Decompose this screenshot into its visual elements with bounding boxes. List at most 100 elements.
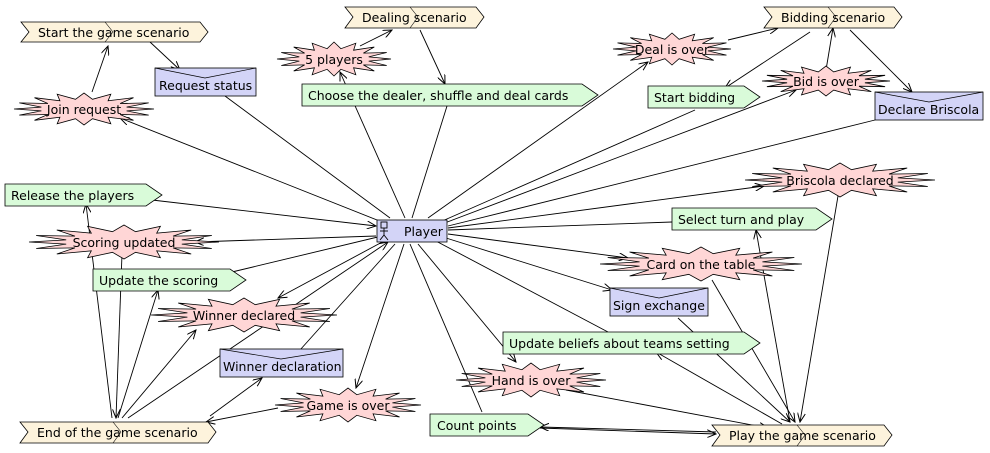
edge-player-to-bid-over: [441, 90, 796, 225]
message-winner-declaration-label: Winner declaration: [223, 359, 342, 374]
edge-player-to-game-over: [356, 243, 405, 388]
starburst-shape: [274, 387, 422, 423]
edge-choose-to-player: [411, 105, 448, 219]
edge-player-scoring: [195, 235, 377, 242]
event-hand-is-over[interactable]: Hand is over: [455, 362, 607, 398]
edge-winner-decl-to-player: [299, 243, 396, 351]
message-declare-briscola[interactable]: Declare Briscola: [874, 91, 984, 121]
scenario-bidding-label: Bidding scenario: [781, 10, 885, 25]
edge-end-to-winner-decl: [209, 378, 262, 417]
edge-dealing-to-choose: [419, 29, 445, 84]
starburst-shape: [13, 92, 155, 126]
player-actor[interactable]: Player: [376, 219, 448, 243]
edge-player-to-sign: [445, 237, 612, 290]
action-update-scoring[interactable]: Update the scoring: [92, 268, 247, 292]
message-sign-exchange[interactable]: Sign exchange: [609, 287, 709, 317]
edge-release-to-player: [151, 199, 376, 226]
edge-count-to-player: [409, 243, 483, 413]
edge-game-over-to-end: [206, 407, 279, 422]
events: 5 players Deal is over Bid is over Join …: [13, 32, 936, 423]
starburst-shape: [612, 32, 732, 66]
edge-player-to-hand-over: [417, 243, 516, 362]
event-deal-is-over[interactable]: Deal is over: [612, 32, 732, 66]
edge-hand-over-to-play: [565, 389, 768, 428]
event-join-request-label: Join request: [46, 102, 121, 117]
edge-briscola-to-play: [800, 195, 839, 422]
scenario-play-game-label: Play the game scenario: [729, 428, 876, 443]
actor-icon: [379, 221, 389, 241]
scenario-start-game[interactable]: Start the game scenario: [20, 21, 209, 43]
edge-join-to-start: [91, 46, 108, 93]
event-deal-is-over-label: Deal is over: [635, 42, 710, 57]
message-request-status-label: Request status: [159, 78, 252, 93]
scenario-bidding[interactable]: Bidding scenario: [763, 6, 903, 29]
edges: [86, 28, 912, 434]
starburst-shape: [28, 224, 220, 260]
edge-end-to-winner: [121, 330, 196, 419]
action-count-points[interactable]: Count points: [429, 413, 545, 437]
action-select-turn[interactable]: Select turn and play: [671, 207, 833, 231]
action-count-points-label: Count points: [437, 418, 517, 433]
event-join-request[interactable]: Join request: [13, 92, 155, 126]
scenario-start-game-label: Start the game scenario: [38, 25, 189, 40]
scenario-end-game[interactable]: End of the game scenario: [19, 421, 217, 444]
edge-player-to-deal-over: [427, 62, 648, 219]
event-five-players-label: 5 players: [305, 52, 363, 67]
action-release-players[interactable]: Release the players: [4, 183, 163, 207]
player-label: Player: [404, 224, 444, 239]
edge-player-to-briscola: [447, 186, 764, 229]
scenario-end-game-label: End of the game scenario: [37, 425, 198, 440]
edge-play-to-count: [540, 427, 717, 433]
event-bid-is-over[interactable]: Bid is over: [761, 65, 891, 97]
event-hand-is-over-label: Hand is over: [492, 373, 572, 388]
action-choose-dealer-label: Choose the dealer, shuffle and deal card…: [308, 88, 568, 103]
edge-end-to-update: [117, 290, 158, 419]
edge-deal-over-to-bidding: [727, 28, 778, 41]
event-briscola-declared[interactable]: Briscola declared: [744, 162, 936, 198]
message-declare-briscola-label: Declare Briscola: [878, 102, 979, 117]
action-choose-dealer[interactable]: Choose the dealer, shuffle and deal card…: [301, 83, 599, 107]
edge-beliefs-to-player: [433, 239, 609, 333]
edge-declare-to-player: [447, 119, 876, 227]
edge-update-to-player: [231, 235, 383, 273]
event-game-is-over[interactable]: Game is over: [274, 387, 422, 423]
starburst-shape: [150, 297, 338, 333]
edge-bidding-to-declare: [849, 29, 912, 92]
event-scoring-updated-label: Scoring updated: [73, 235, 176, 250]
event-five-players[interactable]: 5 players: [276, 41, 392, 77]
edge-end-to-player: [127, 242, 388, 419]
event-winner-declared[interactable]: Winner declared: [150, 297, 338, 333]
event-winner-declared-label: Winner declared: [193, 308, 295, 323]
edge-count-to-play: [539, 427, 716, 434]
event-scoring-updated[interactable]: Scoring updated: [28, 224, 220, 260]
action-start-bidding-label: Start bidding: [654, 90, 735, 105]
event-game-is-over-label: Game is over: [306, 398, 390, 413]
scenario-play-game[interactable]: Play the game scenario: [711, 424, 893, 447]
edge-bidding-to-start-bidding: [725, 31, 811, 88]
edge-start-bidding-to-player: [439, 109, 696, 223]
action-update-beliefs[interactable]: Update beliefs about teams setting: [502, 331, 761, 355]
scenario-dealing-label: Dealing scenario: [362, 10, 467, 25]
action-update-beliefs-label: Update beliefs about teams setting: [509, 336, 730, 351]
edge-card-to-play: [711, 279, 795, 422]
action-start-bidding[interactable]: Start bidding: [647, 85, 761, 109]
starburst-shape: [455, 362, 607, 398]
message-sign-exchange-label: Sign exchange: [613, 298, 705, 313]
event-card-on-table-label: Card on the table: [647, 257, 756, 272]
starburst-shape: [276, 41, 392, 77]
scenario-dealing[interactable]: Dealing scenario: [344, 6, 485, 29]
event-card-on-table[interactable]: Card on the table: [599, 246, 803, 282]
edge-start-to-request: [149, 41, 180, 70]
event-briscola-declared-label: Briscola declared: [786, 173, 893, 188]
edge-player-to-card: [447, 233, 628, 258]
event-bid-is-over-label: Bid is over: [793, 74, 860, 89]
edge-play-to-beliefs: [656, 352, 783, 425]
message-request-status[interactable]: Request status: [154, 67, 257, 97]
message-winner-declaration[interactable]: Winner declaration: [219, 348, 344, 378]
action-update-scoring-label: Update the scoring: [99, 273, 218, 288]
edge-request-to-player: [224, 95, 391, 219]
starburst-shape: [599, 246, 803, 282]
edge-player-to-join: [120, 118, 383, 223]
